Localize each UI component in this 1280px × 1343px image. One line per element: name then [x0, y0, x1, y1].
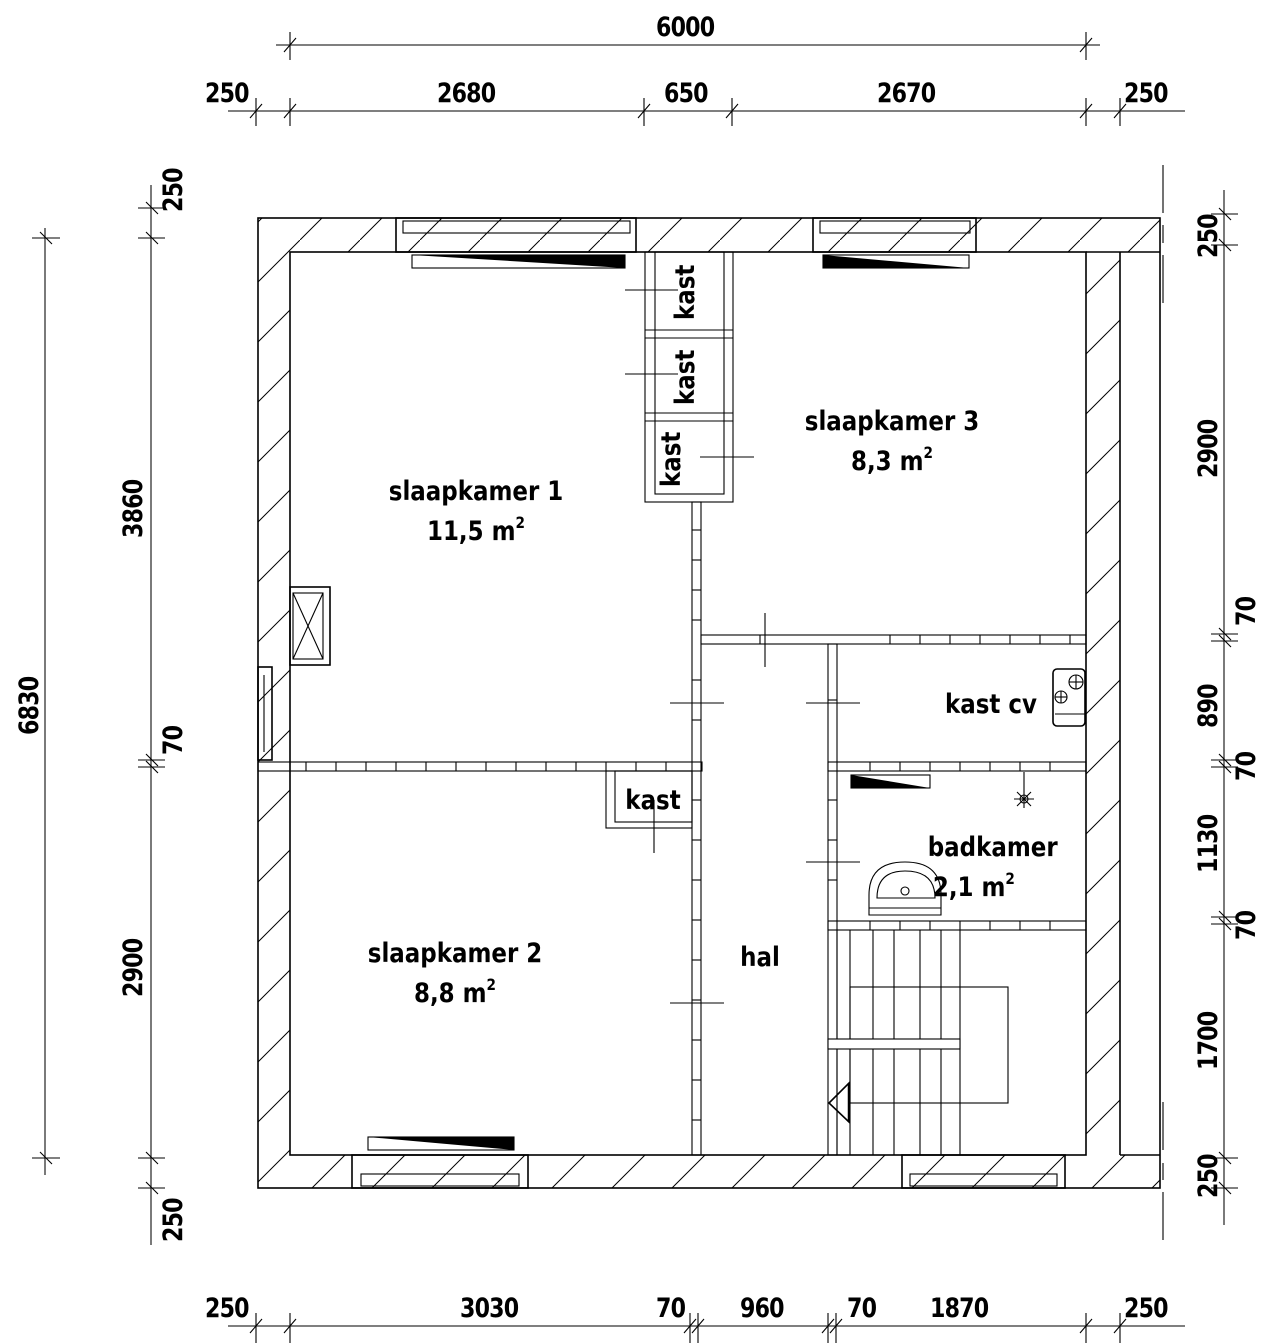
dim-top-seg-5: 250 — [1124, 78, 1169, 109]
room-kast-3-label: kast — [656, 431, 687, 487]
dim-right-seg-9: 250 — [1193, 1154, 1224, 1198]
dim-bottom-seg-7: 250 — [1124, 1293, 1169, 1324]
room-name: slaapkamer 2 — [367, 938, 543, 969]
dimension-lines — [32, 32, 1238, 1343]
ceiling-light-icon — [1014, 772, 1034, 808]
room-area: 8,3 m2 — [850, 443, 934, 477]
dim-right-seg-2: 2900 — [1193, 419, 1224, 478]
dim-top-seg-3: 650 — [664, 78, 709, 109]
dim-left-seg-1: 250 — [158, 168, 189, 212]
room-slaapkamer-3-label: slaapkamer 3 8,3 m2 — [790, 408, 994, 475]
dim-top-seg-4: 2670 — [877, 78, 936, 109]
room-name: badkamer — [927, 832, 1058, 863]
dim-left-seg-4: 2900 — [118, 938, 149, 997]
dim-bottom-seg-4: 960 — [740, 1293, 785, 1324]
room-kast-slaapkamer-2-label: kast — [625, 785, 681, 816]
room-name: slaapkamer 1 — [388, 476, 564, 507]
window-icon — [257, 217, 1066, 1189]
room-hal-label: hal — [740, 942, 780, 973]
dim-right-seg-3: 70 — [1231, 596, 1262, 626]
stair-direction-arrow-icon — [827, 1081, 851, 1124]
dim-left-seg-3: 70 — [158, 725, 189, 755]
washbasin-icon — [868, 861, 942, 916]
dim-right-seg-5: 70 — [1231, 751, 1262, 781]
room-slaapkamer-2-label: slaapkamer 2 8,8 m2 — [353, 940, 557, 1007]
room-area: 8,8 m2 — [413, 975, 497, 1009]
dim-right-seg-1: 250 — [1193, 214, 1224, 258]
room-area: 2,1 m2 — [932, 869, 1015, 903]
dim-right-seg-7: 70 — [1231, 910, 1262, 940]
dim-left-seg-5: 250 — [158, 1198, 189, 1242]
room-kast-1-label: kast — [670, 264, 701, 320]
room-kast-cv-label: kast cv — [945, 689, 1037, 720]
dim-right-seg-8: 1700 — [1193, 1011, 1224, 1070]
partition-walls — [257, 251, 1087, 1156]
dim-right-seg-4: 890 — [1193, 684, 1224, 728]
dim-bottom-seg-5: 70 — [847, 1293, 877, 1324]
dim-bottom-seg-3: 70 — [656, 1293, 686, 1324]
room-name: slaapkamer 3 — [804, 406, 980, 437]
dim-left-overall: 6830 — [14, 676, 45, 735]
dim-top-seg-1: 250 — [205, 78, 250, 109]
cv-boiler-icon — [1052, 668, 1086, 727]
room-area: 11,5 m2 — [426, 513, 525, 547]
dim-bottom-seg-1: 250 — [205, 1293, 250, 1324]
dim-bottom-seg-2: 3030 — [460, 1293, 519, 1324]
dim-left-seg-2: 3860 — [118, 479, 149, 538]
dim-right-seg-6: 1130 — [1193, 814, 1224, 873]
dim-top-overall: 6000 — [656, 12, 715, 43]
room-badkamer-label: badkamer 2,1 m2 — [927, 832, 1058, 903]
dim-bottom-seg-6: 1870 — [930, 1293, 989, 1324]
chimney-shaft-icon — [289, 586, 331, 666]
room-kast-2-label: kast — [670, 349, 701, 405]
dim-top-seg-2: 2680 — [437, 78, 496, 109]
radiator-icon — [367, 254, 970, 1151]
staircase-icon — [827, 930, 1009, 1155]
room-slaapkamer-1-label: slaapkamer 1 11,5 m2 — [374, 478, 578, 545]
